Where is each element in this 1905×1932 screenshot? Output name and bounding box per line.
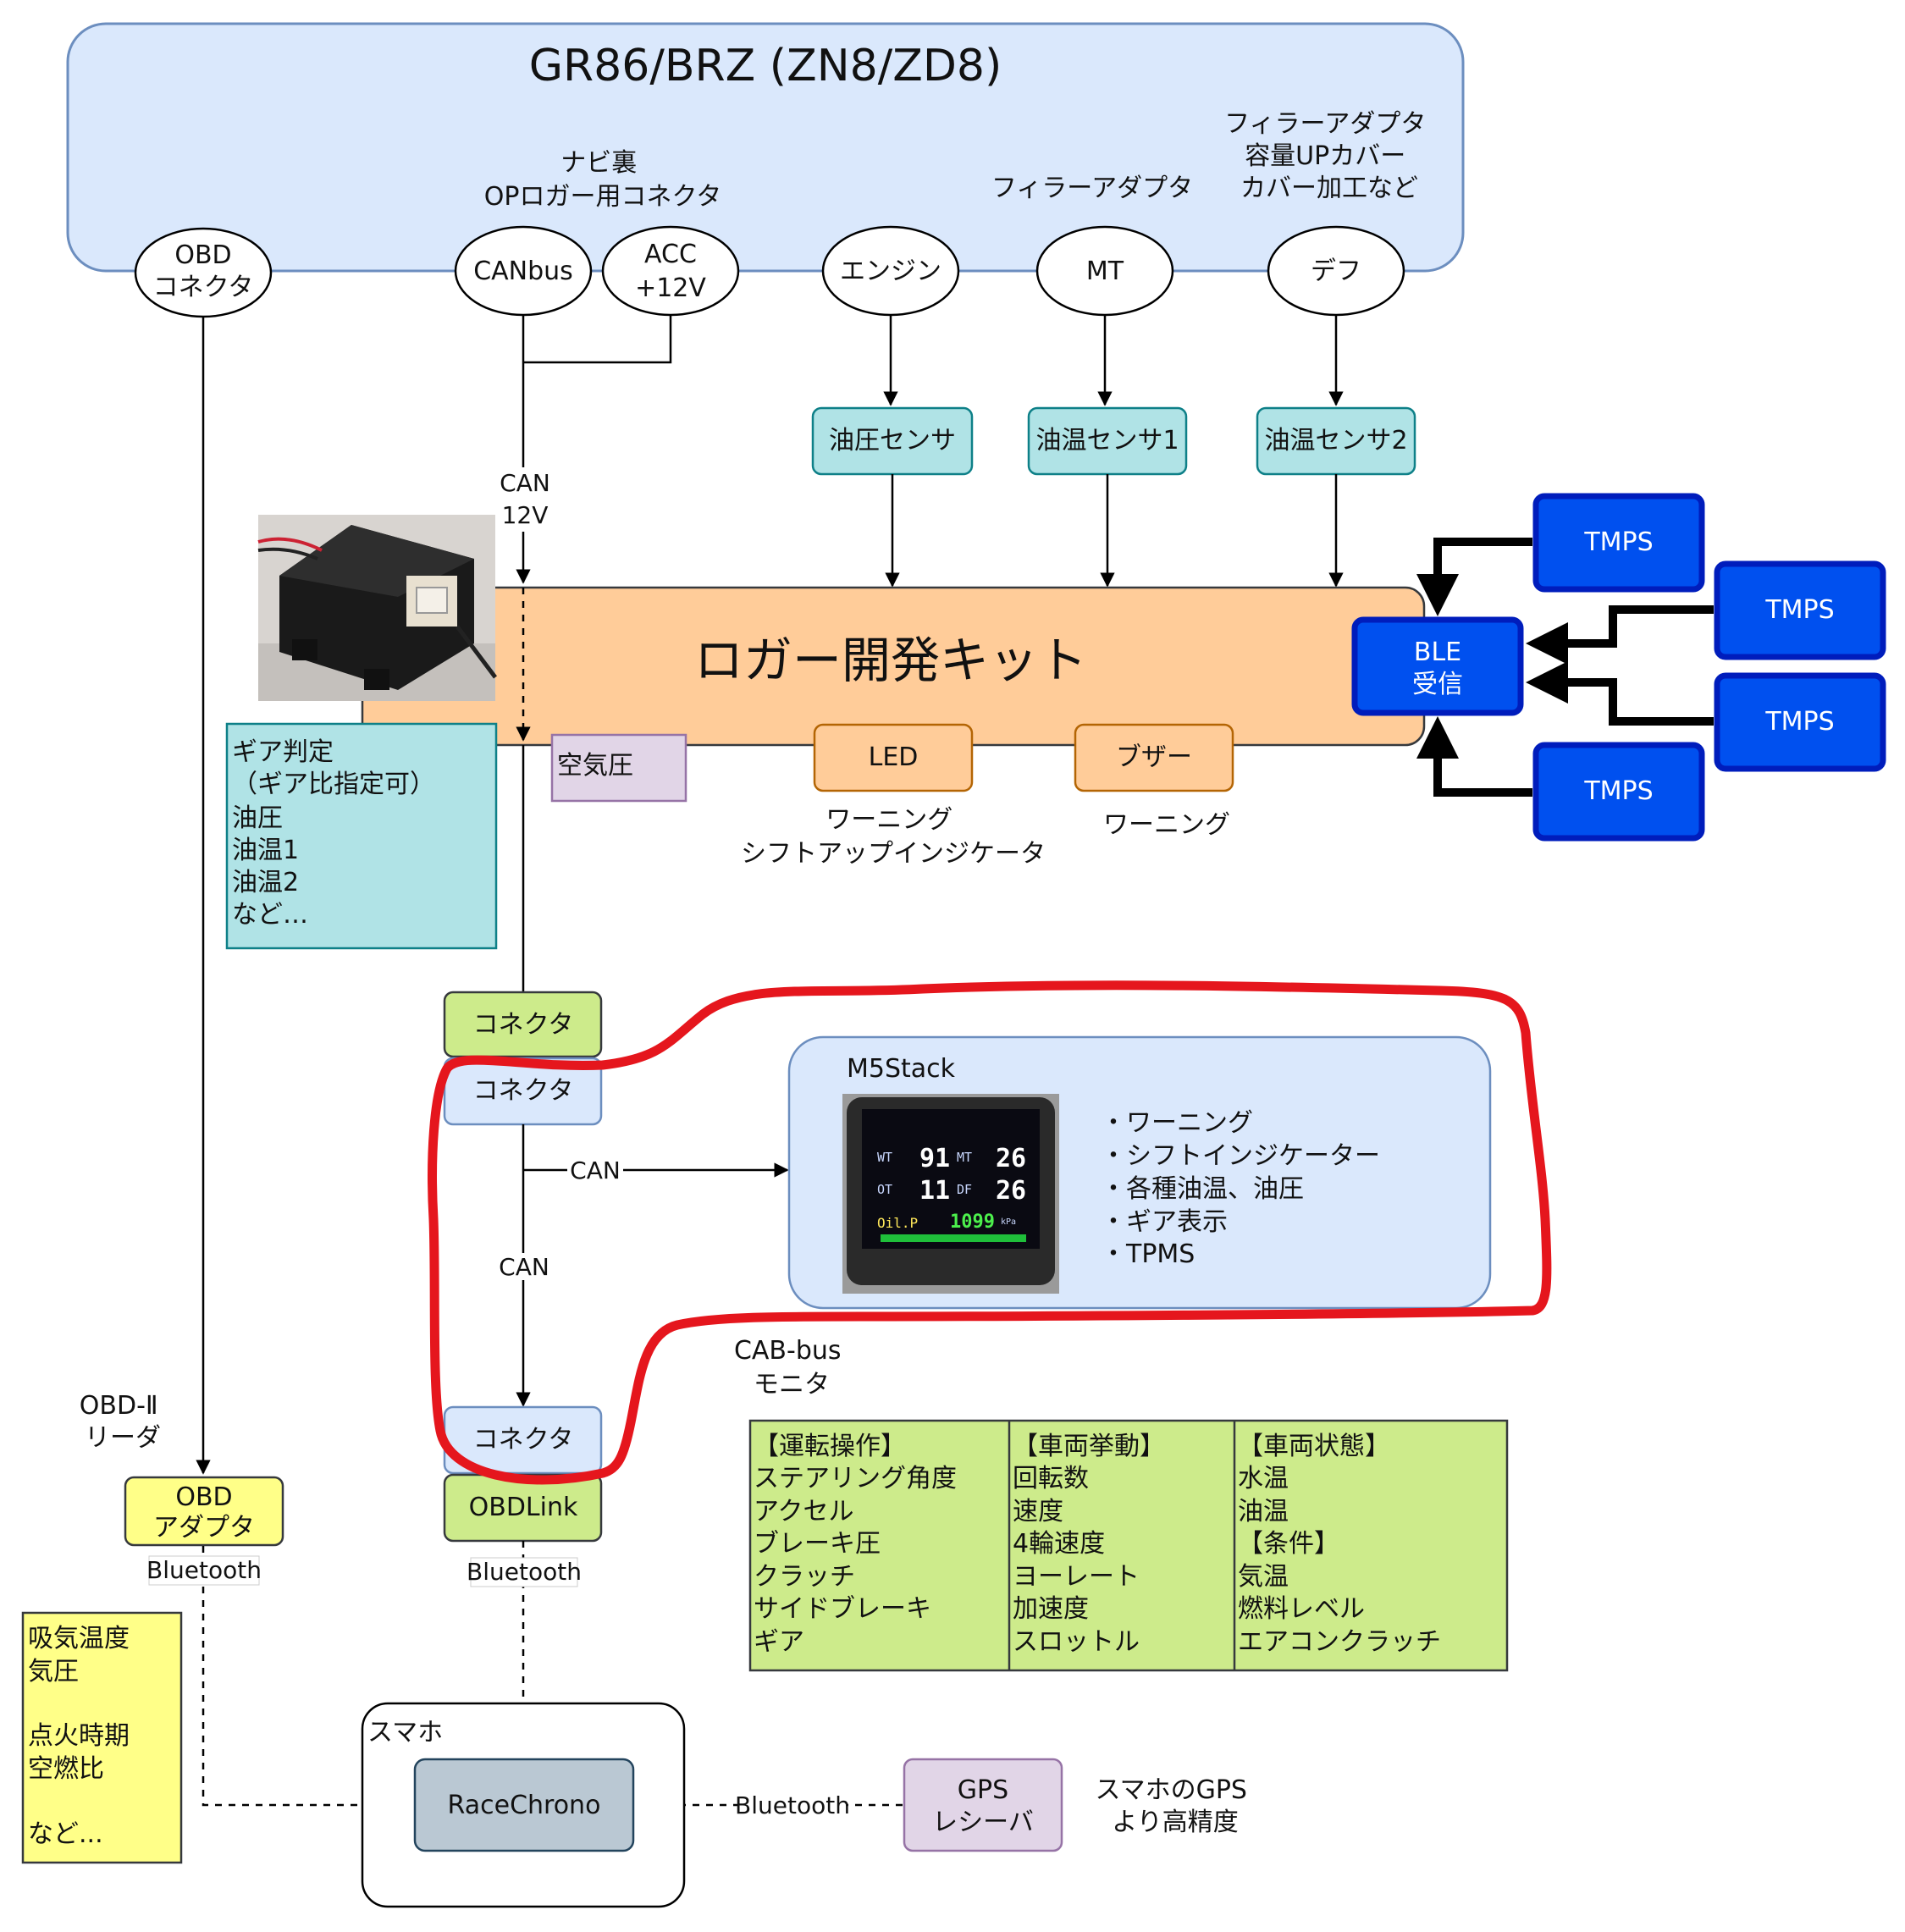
racechrono-app: RaceChrono xyxy=(413,1758,635,1852)
m5stack-photo: WT 91 MT 26 OT 11 DF 26 Oil.P 1099 kPa xyxy=(842,1094,1059,1294)
led-note: ワーニング シフトアップインジケータ xyxy=(741,805,1046,869)
smartphone-label: スマホ xyxy=(367,1718,443,1747)
m5stack-features: ・ワーニング ・シフトインジケーター ・各種油温、油圧 ・ギア表示 ・TPMS xyxy=(1101,1108,1389,1269)
svg-text:Oil.P: Oil.P xyxy=(877,1215,918,1231)
svg-text:TMPS: TMPS xyxy=(1583,527,1653,557)
car-title: GR86/BRZ (ZN8/ZD8) xyxy=(529,41,1002,91)
red-highlight-outline xyxy=(428,980,1552,1485)
car-frame xyxy=(66,22,1465,273)
tpms-4: TMPS xyxy=(1532,742,1705,842)
sensor-oil-press: 油圧センサ xyxy=(811,406,974,476)
svg-text:空気圧: 空気圧 xyxy=(557,751,633,781)
svg-text:RaceChrono: RaceChrono xyxy=(448,1791,601,1820)
svg-text:ACC+12V: ACC+12V xyxy=(635,240,706,303)
svg-text:油温センサ2: 油温センサ2 xyxy=(1264,426,1407,455)
svg-text:MT: MT xyxy=(1086,257,1124,286)
tpms-3: TMPS xyxy=(1714,672,1886,772)
logger-title: ロガー開発キット xyxy=(694,632,1087,689)
port-acc: ACC+12V xyxy=(601,225,740,317)
port-mt: MT xyxy=(1035,225,1174,317)
connector-3: コネクタ xyxy=(443,1405,603,1475)
canbus-monitor-note: CAB-bus モニタ xyxy=(734,1336,849,1399)
table-col-driving: 【運転操作】 ステアリング角度 アクセル ブレーキ圧 クラッチ サイドブレーキ … xyxy=(754,1432,965,1657)
navi-note: ナビ裏 OPロガー用コネクタ xyxy=(484,148,722,212)
svg-text:DF: DF xyxy=(957,1182,972,1197)
svg-text:油温センサ1: 油温センサ1 xyxy=(1035,426,1179,455)
pillar2-note: フィラーアダプタ 容量UPカバー カバー加工など xyxy=(1224,109,1434,203)
sensor-oil-temp2: 油温センサ2 xyxy=(1256,406,1416,476)
obdlink: OBDLink xyxy=(443,1473,603,1543)
svg-text:91: 91 xyxy=(919,1144,950,1173)
svg-text:CANbus: CANbus xyxy=(473,257,573,286)
gps-note: スマホのGPS より高精度 xyxy=(1095,1775,1255,1837)
arrow-tpms1 xyxy=(1416,538,1532,616)
wire-bt-obd xyxy=(202,1546,412,1813)
svg-text:エンジン: エンジン xyxy=(840,257,941,286)
buzzer-box: ブザー xyxy=(1074,723,1234,792)
label-can-m5: CAN xyxy=(570,1156,621,1184)
table-col-behavior: 【車両挙動】 回転数 速度 4輪速度 ヨーレート 加速度 スロットル xyxy=(1013,1432,1173,1657)
arrow-tpms4 xyxy=(1416,716,1532,797)
label-bt-gps: Bluetooth xyxy=(735,1791,850,1819)
tpms-2: TMPS xyxy=(1714,560,1886,660)
svg-text:コネクタ: コネクタ xyxy=(473,1010,574,1040)
svg-text:デフ: デフ xyxy=(1311,257,1361,286)
pillar-note: フィラーアダプタ xyxy=(991,174,1193,203)
svg-text:TMPS: TMPS xyxy=(1583,776,1653,806)
arrow-tpms2 xyxy=(1526,605,1714,665)
arrow-tpms3 xyxy=(1526,661,1714,726)
svg-text:コネクタ: コネクタ xyxy=(473,1425,574,1455)
svg-text:コネクタ: コネクタ xyxy=(473,1076,574,1106)
port-canbus: CANbus xyxy=(454,225,593,317)
svg-text:OBDLink: OBDLink xyxy=(469,1493,578,1522)
svg-text:LED: LED xyxy=(869,742,919,772)
obd2-reader-label: OBD-Ⅱ リーダ xyxy=(80,1391,166,1453)
svg-text:kPa: kPa xyxy=(1001,1217,1016,1227)
can-data-table xyxy=(748,1419,1509,1672)
obd-values-box xyxy=(21,1611,183,1864)
svg-text:26: 26 xyxy=(996,1176,1026,1206)
svg-text:ブザー: ブザー xyxy=(1116,742,1192,772)
svg-text:WT: WT xyxy=(877,1150,892,1165)
svg-text:MT: MT xyxy=(957,1150,972,1165)
wire-acc xyxy=(523,315,672,364)
label-bt-obd: Bluetooth xyxy=(146,1556,262,1584)
port-diff: デフ xyxy=(1267,225,1405,317)
svg-text:油圧センサ: 油圧センサ xyxy=(829,426,956,455)
sensor-oil-temp1: 油温センサ1 xyxy=(1027,406,1188,476)
svg-text:11: 11 xyxy=(919,1176,950,1206)
led-box: LED xyxy=(813,723,974,792)
logger-features-box xyxy=(225,722,498,950)
label-bt-obdlink: Bluetooth xyxy=(467,1558,582,1586)
svg-text:1099: 1099 xyxy=(950,1212,995,1233)
buzzer-note: ワーニング xyxy=(1103,810,1230,840)
svg-text:TMPS: TMPS xyxy=(1764,707,1834,737)
tpms-1: TMPS xyxy=(1532,493,1705,593)
table-col-state: 【車両状態】 水温 油温 【条件】 気温 燃料レベル エアコンクラッチ xyxy=(1238,1432,1441,1657)
svg-text:OT: OT xyxy=(877,1182,892,1197)
svg-text:TMPS: TMPS xyxy=(1764,595,1834,625)
port-engine: エンジン xyxy=(821,225,960,317)
logger-photo xyxy=(257,515,497,701)
obd-values: 吸気温度 気圧 点火時期 空燃比 など... xyxy=(28,1624,138,1849)
connector-1: コネクタ xyxy=(443,991,603,1058)
label-can-down: CAN xyxy=(499,1253,549,1281)
svg-text:26: 26 xyxy=(996,1144,1026,1173)
m5stack-title: M5Stack xyxy=(847,1054,956,1084)
air-pressure-box: 空気圧 xyxy=(550,733,687,803)
logger-features: ギア判定 （ギア比指定可） 油圧 油温1 油温2 など… xyxy=(232,737,444,930)
